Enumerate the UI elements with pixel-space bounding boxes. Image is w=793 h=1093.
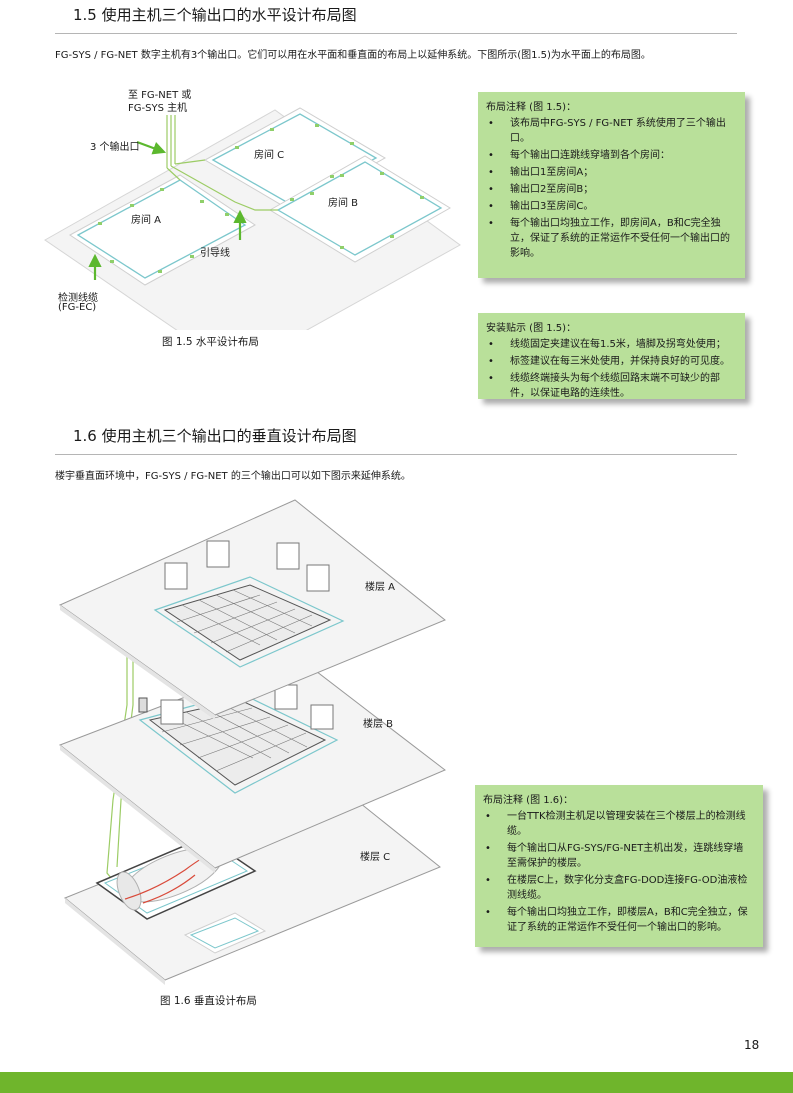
list-item: 每个输出口从FG-SYS/FG-NET主机出发，连跳线穿墙至需保护的楼层。 bbox=[483, 841, 753, 871]
list-item: 输出口1至房间A； bbox=[486, 165, 735, 180]
list-item: 每个输出口均独立工作，即楼层A，B和C完全独立，保证了系统的正常运作不受任何一个… bbox=[483, 905, 753, 935]
label-room-c: 房间 C bbox=[254, 150, 285, 161]
list-item: 线缆终端接头为每个线缆回路末端不可缺少的部件，以保证电路的连续性。 bbox=[486, 371, 735, 401]
list-item: 输出口3至房间C。 bbox=[486, 199, 735, 214]
section-title-1-6: 1.6 使用主机三个输出口的垂直设计布局图 bbox=[73, 427, 357, 445]
label-floor-c: 楼层 C bbox=[360, 852, 391, 863]
host-cable-bundle bbox=[166, 115, 176, 168]
room-a-shape bbox=[69, 174, 256, 286]
notes-title: 布局注释 (图 1.5)： bbox=[486, 102, 577, 113]
figure-caption-1-6: 图 1.6 垂直设计布局 bbox=[160, 995, 257, 1007]
label-room-b: 房间 B bbox=[328, 198, 359, 209]
vertical-layout-diagram bbox=[58, 499, 446, 985]
page-number: 18 bbox=[744, 1038, 760, 1052]
notes-list: 一台TTK检测主机足以管理安装在三个楼层上的检测线缆。 每个输出口从FG-SYS… bbox=[483, 809, 753, 935]
figure-caption-1-5: 图 1.5 水平设计布局 bbox=[162, 336, 259, 348]
notes-title: 布局注释 (图 1.6)： bbox=[483, 795, 574, 806]
label-floor-a: 楼层 A bbox=[365, 582, 396, 593]
list-item: 每个输出口均独立工作，即房间A，B和C完全独立，保证了系统的正常运作不受任何一个… bbox=[486, 216, 735, 261]
list-item: 在楼层C上，数字化分支盒FG-DOD连接FG-OD油液检测线缆。 bbox=[483, 873, 753, 903]
section-intro-1-6: 楼宇垂直面环境中，FG-SYS / FG-NET 的三个输出口可以如下图示来延伸… bbox=[55, 471, 411, 482]
layout-notes-box-1-5: 布局注释 (图 1.5)： 该布局中FG-SYS / FG-NET 系统使用了三… bbox=[478, 92, 745, 278]
label-host-line-2: FG-SYS 主机 bbox=[128, 103, 188, 114]
label-host-line-1: 至 FG-NET 或 bbox=[128, 90, 192, 101]
tips-list: 线缆固定夹建议在每1.5米，墙脚及拐弯处使用； 标签建议在每三米处使用，并保持良… bbox=[486, 337, 735, 401]
install-tips-box-1-5: 安装贴示 (图 1.5)： 线缆固定夹建议在每1.5米，墙脚及拐弯处使用； 标签… bbox=[478, 313, 745, 399]
footer-bar bbox=[0, 1072, 793, 1093]
section-divider bbox=[55, 33, 737, 34]
arrow-outputs bbox=[136, 140, 167, 155]
label-outputs: 3 个输出口 bbox=[90, 142, 140, 153]
cable-clips bbox=[98, 124, 424, 273]
label-floor-b: 楼层 B bbox=[363, 719, 394, 730]
label-room-a: 房间 A bbox=[131, 215, 162, 226]
room-b-shape bbox=[269, 155, 451, 263]
section-title-1-5: 1.5 使用主机三个输出口的水平设计布局图 bbox=[73, 6, 357, 24]
list-item: 输出口2至房间B； bbox=[486, 182, 735, 197]
label-cable-line-1: 检测线缆 bbox=[58, 293, 98, 304]
host-unit bbox=[138, 697, 148, 713]
floor-a-raised-floor bbox=[153, 576, 345, 668]
horizontal-layout-diagram bbox=[44, 107, 461, 330]
list-item: 每个输出口连跳线穿墙到各个房间： bbox=[486, 148, 735, 163]
notes-list: 该布局中FG-SYS / FG-NET 系统使用了三个输出口。 每个输出口连跳线… bbox=[486, 116, 735, 261]
label-cable-line-2: (FG-EC) bbox=[58, 302, 97, 313]
list-item: 标签建议在每三米处使用，并保持良好的可见度。 bbox=[486, 354, 735, 369]
list-item: 该布局中FG-SYS / FG-NET 系统使用了三个输出口。 bbox=[486, 116, 735, 146]
label-leader: 引导线 bbox=[200, 248, 230, 259]
leader-cables bbox=[166, 159, 278, 211]
floor-a-ac-units bbox=[164, 540, 330, 592]
section-intro-1-5: FG-SYS / FG-NET 数字主机有3个输出口。它们可以用在水平面和垂直面… bbox=[55, 50, 651, 61]
small-room bbox=[183, 912, 267, 954]
section-divider bbox=[55, 454, 737, 455]
layout-notes-box-1-6: 布局注释 (图 1.6)： 一台TTK检测主机足以管理安装在三个楼层上的检测线缆… bbox=[475, 785, 763, 947]
tips-title: 安装贴示 (图 1.5)： bbox=[486, 323, 577, 334]
list-item: 线缆固定夹建议在每1.5米，墙脚及拐弯处使用； bbox=[486, 337, 735, 352]
list-item: 一台TTK检测主机足以管理安装在三个楼层上的检测线缆。 bbox=[483, 809, 753, 839]
